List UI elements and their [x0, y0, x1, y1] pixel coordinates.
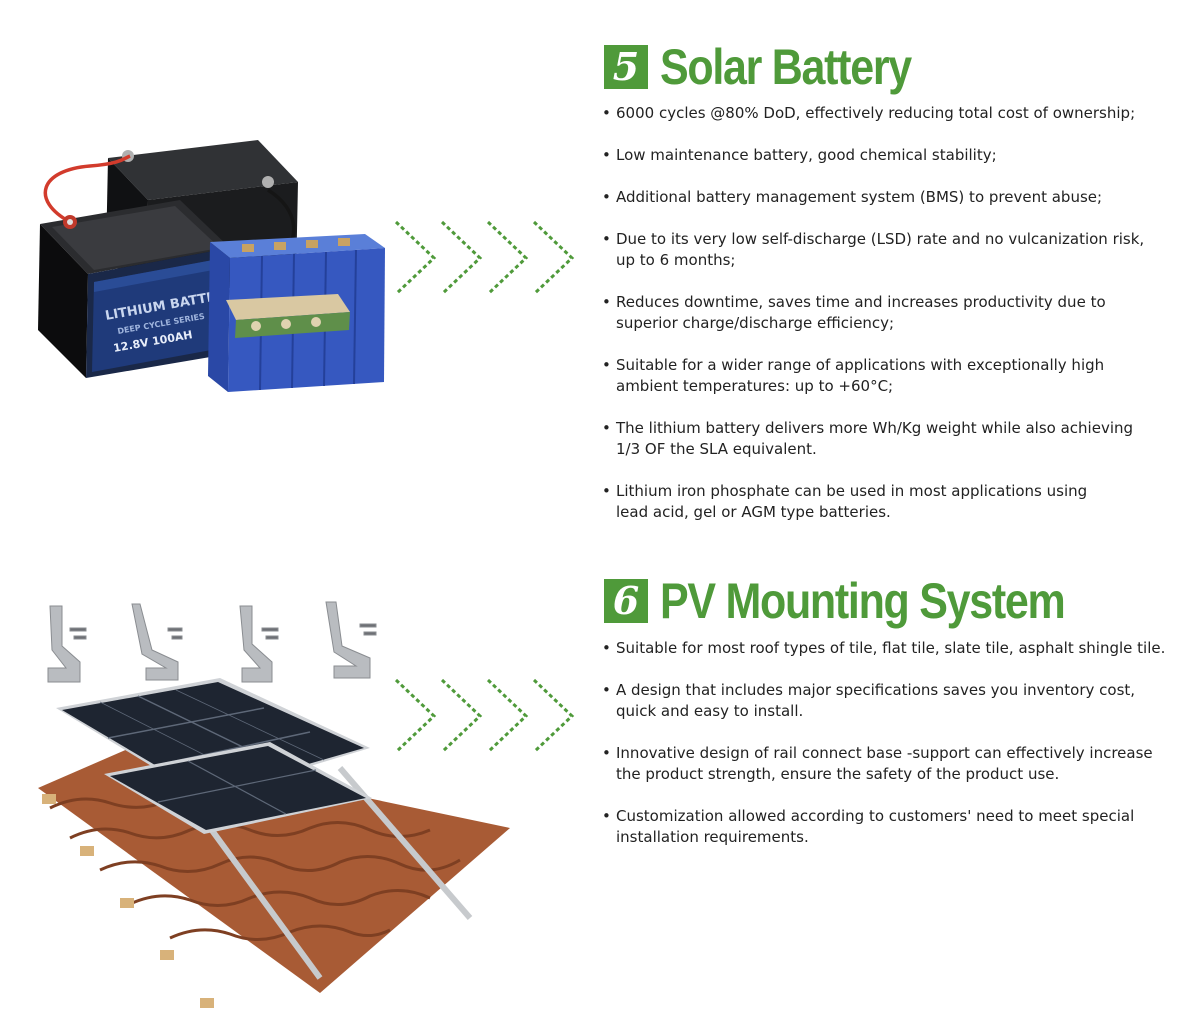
section-number-badge: 5: [604, 45, 648, 89]
section-title: PV Mounting System: [660, 573, 1066, 629]
feature-list: Suitable for most roof types of tile, fl…: [602, 638, 1192, 848]
list-item: Suitable for a wider range of applicatio…: [602, 355, 1192, 397]
roof-mounted-solar-panels-illustration: [38, 601, 510, 1008]
section-heading: 6 PV Mounting System: [604, 576, 1130, 626]
list-item: Innovative design of rail connect base -…: [602, 743, 1192, 785]
list-item: Suitable for most roof types of tile, fl…: [602, 638, 1192, 659]
section-title: Solar Battery: [660, 39, 912, 95]
list-item: Lithium iron phosphate can be used in mo…: [602, 481, 1192, 523]
feature-list: 6000 cycles @80% DoD, effectively reduci…: [602, 103, 1192, 523]
section-number-badge: 6: [604, 579, 648, 623]
section-solar-battery: LITHIUM BATTERY DEEP CYCLE SERIES 12.8V …: [0, 0, 1200, 540]
section-heading: 5 Solar Battery: [604, 42, 952, 92]
chevron-arrows-icon: [394, 678, 575, 754]
section-pv-mounting-system: 6 PV Mounting System Suitable for most r…: [0, 540, 1200, 1014]
list-item: Customization allowed according to custo…: [602, 806, 1192, 848]
list-item: Low maintenance battery, good chemical s…: [602, 145, 1192, 166]
list-item: Reduces downtime, saves time and increas…: [602, 292, 1192, 334]
lithium-battery-pack-illustration: LITHIUM BATTERY DEEP CYCLE SERIES 12.8V …: [38, 140, 385, 392]
list-item: 6000 cycles @80% DoD, effectively reduci…: [602, 103, 1192, 124]
list-item: Additional battery management system (BM…: [602, 187, 1192, 208]
list-item: Due to its very low self-discharge (LSD)…: [602, 229, 1192, 271]
list-item: The lithium battery delivers more Wh/Kg …: [602, 418, 1192, 460]
chevron-arrows-icon: [394, 220, 575, 296]
list-item: A design that includes major specificati…: [602, 680, 1192, 722]
